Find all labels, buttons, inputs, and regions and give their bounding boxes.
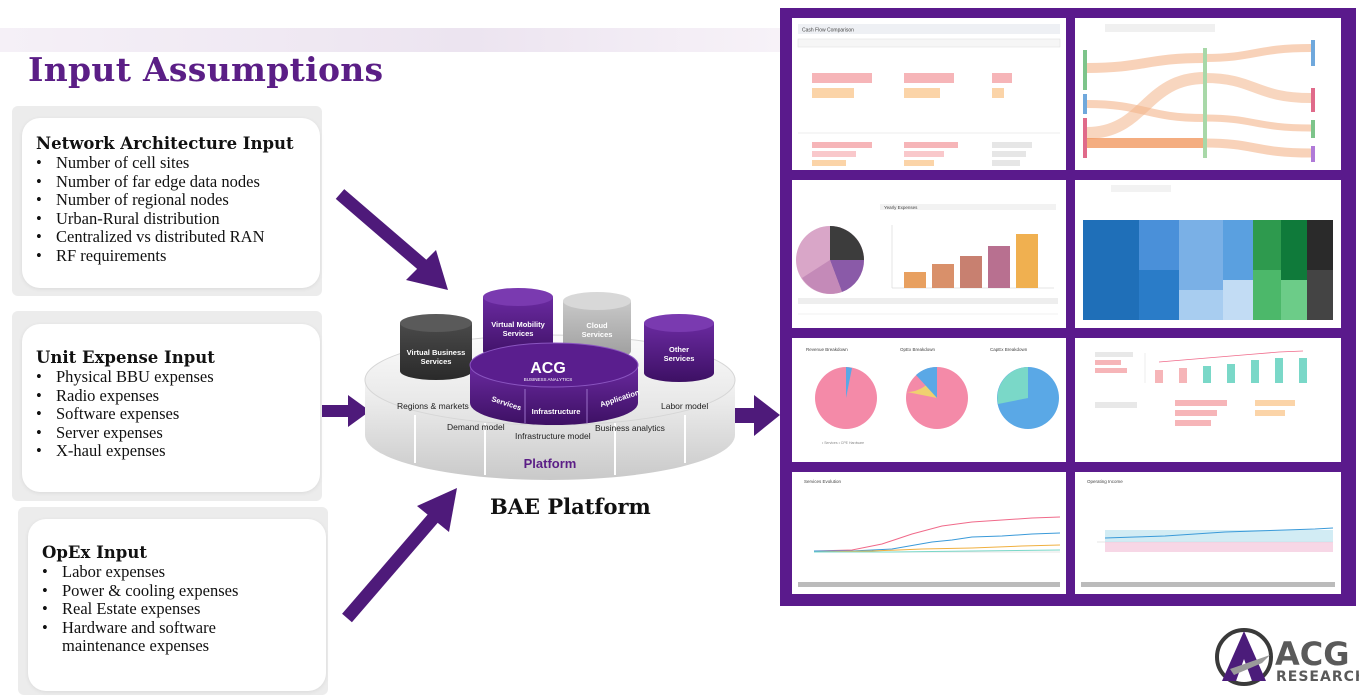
svg-text:Cash Flow Comparison: Cash Flow Comparison bbox=[802, 28, 854, 34]
list-item: •Server expenses bbox=[36, 422, 163, 442]
tile-cash-flow-comparison: Cash Flow Comparison bbox=[792, 18, 1066, 170]
list-item: •Number of far edge data nodes bbox=[36, 171, 260, 191]
logo-brand: ACG bbox=[1275, 635, 1350, 673]
hub-subtitle: BUSINESS ANALYTICS bbox=[524, 377, 572, 382]
list-item: maintenance expenses bbox=[62, 636, 210, 656]
svg-text:Revenue Breakdown: Revenue Breakdown bbox=[806, 347, 848, 352]
hub-business-analytics: ACG BUSINESS ANALYTICS Services Infrastr… bbox=[469, 342, 641, 425]
opex-card: OpEx Input •Labor expenses •Power & cool… bbox=[28, 519, 326, 691]
svg-text:• Services • CPE Hardware: • Services • CPE Hardware bbox=[822, 441, 864, 445]
opex-list: •Labor expenses •Power & cooling expense… bbox=[42, 562, 326, 656]
unit-expense-list: •Physical BBU expenses •Radio expenses •… bbox=[36, 367, 320, 461]
svg-text:OpEx Breakdown: OpEx Breakdown bbox=[900, 347, 936, 352]
tile-services-evolution: Services Evolution bbox=[792, 472, 1066, 594]
tile-operating-income: Operating Income bbox=[1075, 472, 1341, 594]
acg-research-logo-icon bbox=[1215, 628, 1273, 686]
svg-text:Yearly Expenses: Yearly Expenses bbox=[884, 205, 918, 210]
ring-label-labor: Labor model bbox=[661, 401, 708, 411]
list-item: •Hardware and software bbox=[42, 617, 216, 637]
list-item: •RF requirements bbox=[36, 245, 167, 265]
svg-text:Virtual Business: Virtual Business bbox=[407, 348, 466, 357]
network-architecture-list: •Number of cell sites •Number of far edg… bbox=[36, 153, 320, 266]
ring-label-regions: Regions & markets bbox=[397, 401, 469, 411]
list-item: •Software expenses bbox=[36, 404, 180, 424]
svg-text:Services: Services bbox=[503, 329, 534, 338]
opex-heading: OpEx Input bbox=[42, 543, 147, 562]
unit-expense-card: Unit Expense Input •Physical BBU expense… bbox=[22, 324, 320, 492]
svg-text:Services: Services bbox=[582, 330, 613, 339]
list-item: •Real Estate expenses bbox=[42, 599, 201, 619]
arrow-opex-to-platform bbox=[342, 488, 457, 623]
svg-text:Services: Services bbox=[664, 354, 695, 363]
platform-caption: BAE Platform bbox=[490, 494, 651, 519]
svg-text:Operating Income: Operating Income bbox=[1087, 479, 1123, 484]
svg-text:Services: Services bbox=[421, 357, 452, 366]
list-item: •Physical BBU expenses bbox=[36, 367, 214, 386]
ring-label-demand: Demand model bbox=[447, 422, 505, 432]
network-architecture-heading: Network Architecture Input bbox=[36, 134, 294, 153]
svg-text:Virtual Mobility: Virtual Mobility bbox=[491, 320, 545, 329]
list-item: •Power & cooling expenses bbox=[42, 580, 239, 600]
arrow-unit-to-platform bbox=[322, 395, 370, 427]
title-band bbox=[0, 28, 780, 52]
hub-segment-infrastructure: Infrastructure bbox=[532, 407, 581, 416]
network-architecture-card: Network Architecture Input •Number of ce… bbox=[22, 118, 320, 288]
svg-text:Services Evolution: Services Evolution bbox=[804, 479, 842, 484]
bae-platform-diagram: Platform Regions & markets Demand model … bbox=[364, 288, 736, 480]
tile-pie-breakdowns: Revenue Breakdown OpEx Breakdown CapEx B… bbox=[792, 338, 1066, 462]
list-item: •X-haul expenses bbox=[36, 441, 166, 461]
tile-yearly-cash-flow bbox=[1075, 338, 1341, 462]
tile-sankey bbox=[1075, 18, 1341, 170]
tile-yearly-expenses: Yearly Expenses bbox=[792, 180, 1066, 328]
unit-expense-heading: Unit Expense Input bbox=[36, 348, 215, 367]
ring-label-infrastructure: Infrastructure model bbox=[515, 431, 591, 441]
logo-subtitle: RESEARCH bbox=[1276, 669, 1359, 685]
list-item: •Radio expenses bbox=[36, 385, 160, 405]
list-item: •Centralized vs distributed RAN bbox=[36, 227, 265, 247]
list-item: •Labor expenses bbox=[42, 562, 166, 581]
page-title: Input Assumptions bbox=[28, 50, 384, 89]
svg-text:CapEx Breakdown: CapEx Breakdown bbox=[990, 347, 1028, 352]
list-item: •Number of cell sites bbox=[36, 153, 190, 172]
cylinder-other: Other Services bbox=[644, 314, 714, 382]
svg-text:Other: Other bbox=[669, 345, 689, 354]
list-item: •Number of regional nodes bbox=[36, 190, 229, 210]
svg-text:Cloud: Cloud bbox=[586, 321, 608, 330]
list-item: •Urban-Rural distribution bbox=[36, 208, 220, 228]
tile-expenses-treemap bbox=[1075, 180, 1341, 328]
arrow-network-to-platform bbox=[335, 189, 448, 290]
hub-logo: ACG bbox=[530, 360, 566, 377]
cylinder-virtual-business: Virtual Business Services bbox=[400, 314, 472, 380]
platform-base-label: Platform bbox=[524, 456, 577, 471]
ring-label-business: Business analytics bbox=[595, 423, 665, 433]
